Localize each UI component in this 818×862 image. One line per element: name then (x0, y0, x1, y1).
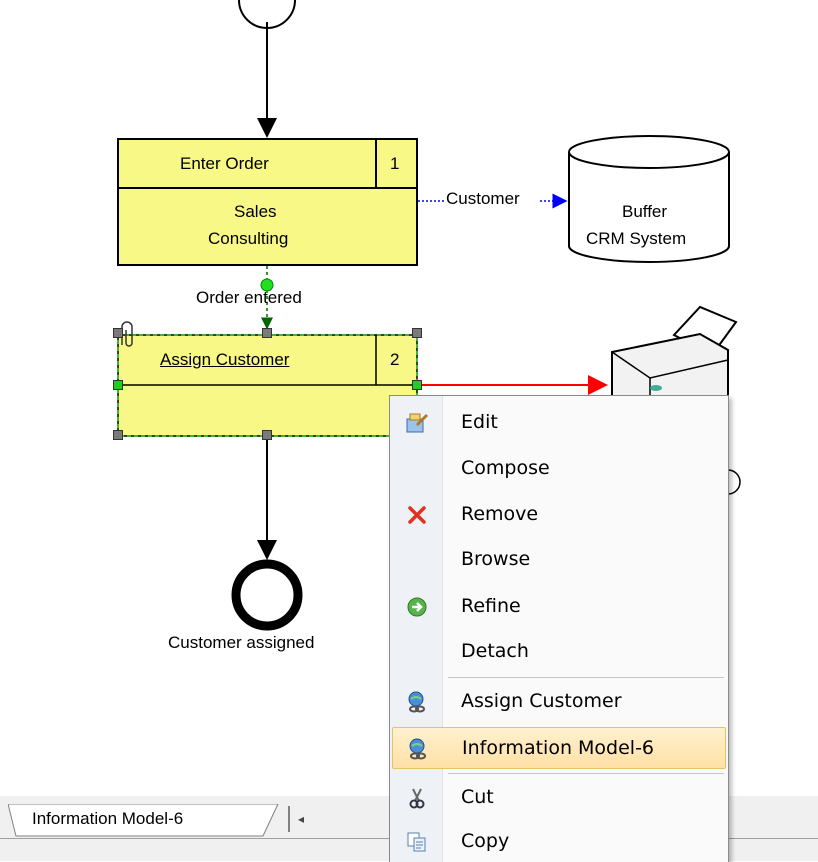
resize-handle-w[interactable] (113, 380, 123, 390)
scroll-left-icon[interactable]: ◂ (298, 812, 305, 826)
edit-icon (405, 411, 429, 435)
resize-handle-sw[interactable] (113, 430, 123, 440)
resize-handle-ne[interactable] (412, 328, 422, 338)
menu-item-label: Refine (461, 595, 521, 617)
resize-handle-nw[interactable] (113, 328, 123, 338)
buffer-line1: Buffer (622, 202, 668, 221)
connection-point (260, 278, 274, 292)
menu-item-edit[interactable]: Edit (392, 402, 724, 442)
menu-item-information-model-6[interactable]: Information Model-6 (392, 727, 726, 769)
tab-information-model-6[interactable]: Information Model-6 (8, 804, 279, 837)
menu-item-label: Cut (461, 786, 494, 808)
menu-separator (448, 773, 724, 774)
order-entered-label: Order entered (196, 288, 302, 307)
resize-handle-s[interactable] (262, 430, 272, 440)
menu-item-label: Edit (461, 411, 498, 433)
menu-item-copy[interactable]: Copy (392, 821, 724, 861)
resize-handle-n[interactable] (262, 328, 272, 338)
scissors-icon (405, 786, 429, 810)
menu-item-assign-customer[interactable]: Assign Customer (392, 681, 724, 721)
enter-order-number: 1 (390, 154, 400, 173)
menu-item-label: Browse (461, 548, 531, 570)
menu-item-label: Detach (461, 640, 529, 662)
menu-item-detach[interactable]: Detach (392, 631, 724, 671)
enter-order-box (117, 138, 418, 266)
menu-item-refine[interactable]: Refine (392, 586, 724, 626)
menu-item-label: Compose (461, 457, 550, 479)
enter-order-role-line1: Sales (234, 202, 277, 221)
end-event (231, 559, 303, 631)
menu-item-compose[interactable]: Compose (392, 448, 724, 488)
end-event-label: Customer assigned (168, 633, 315, 652)
menu-icon-gutter (390, 396, 443, 862)
enter-order-role-line2: Consulting (208, 229, 289, 248)
buffer-crm-cylinder (568, 135, 730, 263)
model-link-icon (406, 737, 430, 761)
assign-customer-title[interactable]: Assign Customer (160, 350, 290, 369)
remove-x-icon (405, 503, 429, 527)
enter-order-title[interactable]: Enter Order (180, 154, 269, 173)
resize-handle-e[interactable] (412, 380, 422, 390)
tab-shape (8, 804, 279, 837)
customer-flow-label: Customer (446, 189, 520, 208)
tab-label: Information Model-6 (32, 809, 184, 828)
menu-item-label: Remove (461, 503, 539, 525)
model-link-icon (405, 690, 429, 714)
tab-divider (288, 806, 290, 832)
menu-item-cut[interactable]: Cut (392, 777, 724, 817)
copy-icon (405, 830, 429, 854)
menu-separator (448, 677, 724, 678)
menu-item-label: Assign Customer (461, 690, 622, 712)
menu-item-label: Copy (461, 830, 510, 852)
refine-arrow-icon (405, 595, 429, 619)
paperclip-icon (121, 321, 133, 347)
buffer-line2: CRM System (586, 229, 687, 248)
context-menu: Edit Compose Remove Browse Refine Detach… (389, 395, 729, 862)
menu-item-browse[interactable]: Browse (392, 539, 724, 579)
assign-customer-number: 2 (390, 350, 400, 369)
menu-item-remove[interactable]: Remove (392, 494, 724, 534)
menu-item-label: Information Model-6 (462, 737, 655, 759)
